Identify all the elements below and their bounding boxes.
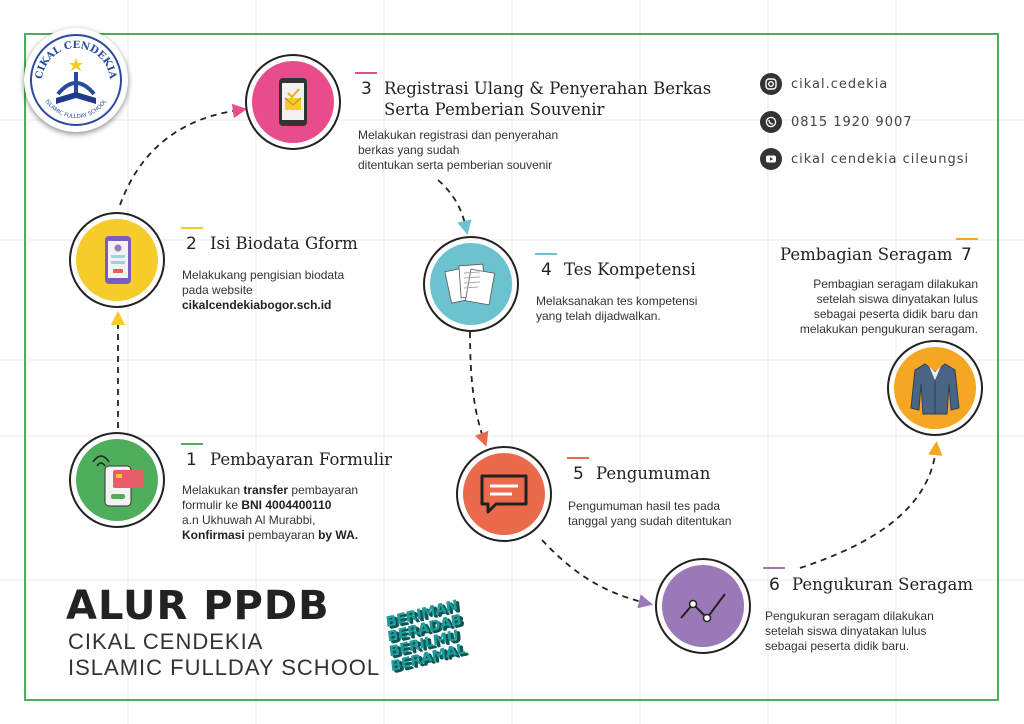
step-5-title: Pengumuman	[596, 464, 711, 483]
phone-mail-check-icon	[279, 78, 307, 126]
step-7-num-bar	[956, 238, 978, 240]
page-subtitle-line2: ISLAMIC FULLDAY SCHOOL	[68, 655, 381, 680]
desc-text: Pembagian seragam dilakukan	[813, 277, 978, 291]
step-3-number: 3	[361, 79, 372, 99]
step-3-description: Melakukan registrasi dan penyerahan berk…	[358, 128, 618, 173]
instagram-handle: cikal.cedekia	[791, 76, 889, 92]
desc-bold: Konfirmasi	[182, 528, 245, 542]
desc-text: pembayaran	[244, 528, 319, 542]
step-3-circle	[245, 54, 341, 150]
step-2-num-bar	[181, 227, 203, 229]
step-3-num-bar	[355, 72, 377, 74]
step-7-description: Pembagian seragam dilakukan setelah sisw…	[770, 277, 978, 337]
desc-text: formulir ke	[182, 498, 242, 512]
desc-text: a.n Ukhuwah Al Murabbi,	[182, 513, 316, 527]
arrow-6-to-7	[799, 440, 943, 569]
step-7-title: Pembagian Seragam	[780, 245, 953, 264]
step-1-circle	[69, 432, 165, 528]
desc-text: melakukan pengukuran seragam.	[799, 322, 978, 336]
desc-text: Pengumuman hasil tes pada	[568, 499, 721, 513]
step-6-circle	[655, 558, 751, 654]
logo-ring	[30, 34, 122, 126]
step-1-number: 1	[186, 450, 197, 470]
step-3-title-line2: Serta Pemberian Souvenir	[384, 100, 605, 119]
desc-text: ditentukan serta pemberian souvenir	[358, 158, 553, 172]
chat-bubble-icon	[480, 474, 528, 514]
logo-emblem-icon: CIKAL CENDEKIA ISLAMIC FULLDAY SCHOOL	[34, 40, 118, 120]
step-5-number: 5	[573, 464, 584, 484]
step-7-circle	[887, 340, 983, 436]
green-frame	[24, 33, 999, 701]
step-4-num-bar	[535, 253, 557, 255]
measurement-graph-icon	[680, 593, 726, 623]
documents-icon	[444, 263, 496, 306]
social-instagram[interactable]: cikal.cedekia	[760, 73, 888, 95]
step-2-title: Isi Biodata Gform	[210, 234, 358, 253]
desc-text: berkas yang sudah	[358, 143, 460, 157]
desc-text: setelah siswa dinyatakan lulus	[765, 624, 927, 638]
desc-text: Melaksanakan tes kompetensi	[536, 294, 698, 308]
step-2-number: 2	[186, 234, 197, 254]
jacket-uniform-icon	[910, 363, 960, 415]
desc-text: Melakukan registrasi dan penyerahan	[358, 128, 559, 142]
school-logo: CIKAL CENDEKIA ISLAMIC FULLDAY SCHOOL	[24, 28, 128, 132]
whatsapp-number: 0815 1920 9007	[791, 114, 913, 130]
card-payment-phone-icon	[92, 455, 143, 507]
step-5-circle	[456, 446, 552, 542]
step-6-title: Pengukuran Seragam	[792, 575, 974, 594]
step-2-description: Melakukang pengisian biodata pada websit…	[182, 268, 402, 313]
page-subtitle-line1: CIKAL CENDEKIA	[68, 629, 264, 654]
step-4-title: Tes Kompetensi	[564, 260, 696, 279]
desc-bold: BNI 4004400110	[241, 498, 332, 512]
page-title: ALUR PPDB	[66, 583, 330, 629]
step-5-num-bar	[567, 457, 589, 459]
step-3-title-line1: Registrasi Ulang & Penyerahan Berkas	[384, 79, 712, 98]
step-5-description: Pengumuman hasil tes pada tanggal yang s…	[568, 499, 798, 529]
step-6-description: Pengukuran seragam dilakukan setelah sis…	[765, 609, 995, 654]
instagram-icon	[760, 73, 782, 95]
phone-form-icon	[105, 236, 131, 284]
desc-bold: transfer	[243, 483, 289, 497]
desc-text: sebagai peserta didik baru dan	[813, 307, 978, 321]
desc-text: tanggal yang sudah ditentukan	[568, 514, 732, 528]
step-6-num-bar	[763, 567, 785, 569]
arrow-3-to-4	[437, 179, 472, 236]
step-1-num-bar	[181, 443, 203, 445]
desc-text: setelah siswa dinyatakan lulus	[816, 292, 978, 306]
youtube-channel: cikal cendekia cileungsi	[791, 151, 970, 167]
social-youtube[interactable]: cikal cendekia cileungsi	[760, 148, 969, 170]
desc-text: pembayaran	[288, 483, 359, 497]
youtube-icon	[760, 148, 782, 170]
svg-text:ISLAMIC FULLDAY SCHOOL: ISLAMIC FULLDAY SCHOOL	[44, 98, 109, 120]
step-1-description: Melakukan transfer pembayaran formulir k…	[182, 483, 412, 543]
desc-bold: by WA.	[318, 528, 359, 542]
step-1-title: Pembayaran Formulir	[210, 450, 393, 469]
step-2-circle	[69, 212, 165, 308]
arrow-2-to-3	[119, 103, 248, 206]
arrow-4-to-5	[469, 331, 489, 447]
logo-bottom-text: ISLAMIC FULLDAY SCHOOL	[44, 98, 109, 120]
desc-text: Melakukan	[182, 483, 244, 497]
step-4-number: 4	[541, 260, 552, 280]
step-4-circle	[423, 236, 519, 332]
social-whatsapp[interactable]: 0815 1920 9007	[760, 111, 913, 133]
desc-text: Pengukuran seragam dilakukan	[765, 609, 934, 623]
desc-text: pada website	[182, 283, 253, 297]
step-7-number: 7	[961, 245, 972, 265]
step-4-description: Melaksanakan tes kompetensi yang telah d…	[536, 294, 766, 324]
desc-bold: cikalcendekiabogor.sch.id	[182, 298, 332, 312]
desc-text: sebagai peserta didik baru.	[765, 639, 910, 653]
desc-text: yang telah dijadwalkan.	[536, 309, 661, 323]
desc-text: Melakukang pengisian biodata	[182, 268, 345, 282]
arrow-5-to-6	[541, 539, 654, 609]
step-6-number: 6	[769, 575, 780, 595]
whatsapp-icon	[760, 111, 782, 133]
